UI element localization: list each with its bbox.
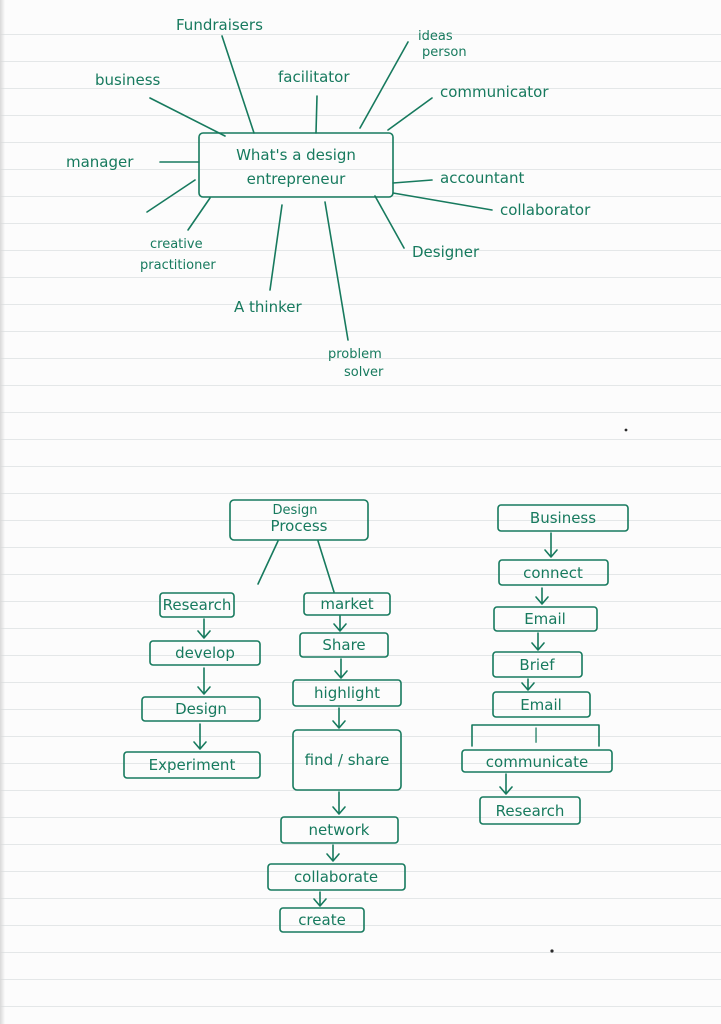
biz-box-5 [492,691,591,718]
page-binding-edge [0,0,5,1024]
spoke-line-designer [374,195,405,249]
right-arrow-6 [313,891,327,907]
biz-box-2 [498,559,609,586]
biz-bracket [471,724,600,747]
left-step-4: Experiment [149,756,236,774]
right-arrow-4 [332,791,346,815]
biz-arrow-4 [521,678,535,691]
spoke-line-collab-stub [146,179,196,213]
spoke-label-creative-practitioner-1: creative [150,237,203,252]
spoke-label-designer: Designer [412,243,480,261]
left-step-3: Design [175,700,227,718]
right-step-5: network [309,821,370,839]
spoke-label-ideas-person-1: ideas [418,29,453,44]
biz-box-4 [492,651,583,678]
spoke-line-a-thinker [269,204,283,291]
design-process-tree: Design Process Research develop Design E… [123,499,406,933]
spoke-line-accountant [392,179,433,184]
spoke-line-communicator [387,97,433,131]
spoke-label-problem-solver-2: solver [344,365,384,380]
right-box-4 [292,729,402,791]
mindmap-center-box [198,132,394,198]
right-step-4: find / share [305,751,390,769]
spoke-line-business [149,97,226,137]
left-box-2 [149,640,261,666]
right-step-2: Share [322,636,365,654]
spoke-label-manager: manager [66,153,134,171]
biz-arrow-2 [535,587,549,605]
left-arrow-2 [197,667,211,695]
biz-box-3 [493,606,598,632]
business-flow: Business connect Email Brief Email | com… [461,504,629,825]
process-branch-right [317,540,335,593]
left-step-1: Research [163,596,232,614]
spoke-label-ideas-person-2: person [422,45,467,60]
left-box-3 [141,696,261,722]
biz-step-7: communicate [486,753,588,771]
biz-arrow-1 [544,532,558,558]
mindmap-center-line-2: entrepreneur [247,170,347,188]
spoke-label-facilitator: facilitator [278,68,350,86]
spoke-label-fundraisers: Fundraisers [176,16,263,34]
biz-bracket-mark: | [533,725,538,743]
spoke-line-creative-practitioner [187,197,211,231]
spoke-label-problem-solver-1: problem [328,347,382,362]
biz-step-2: connect [523,564,583,582]
spoke-line-collaborator [392,192,493,211]
spoke-line-facilitator [315,95,318,134]
spoke-line-ideas-person [359,41,409,129]
left-box-4 [123,751,261,779]
right-step-1: market [320,595,373,613]
pen-dot [550,949,554,953]
spoke-line-fundraisers [221,35,255,134]
biz-step-5: Email [520,696,562,714]
right-arrow-2 [334,658,348,679]
right-arrow-3 [332,707,346,729]
pen-dot [624,428,628,432]
left-arrow-3 [193,723,207,750]
right-box-6 [267,863,406,891]
spoke-label-a-thinker: A thinker [234,298,302,316]
spoke-label-collaborator: collaborator [500,201,591,219]
right-step-3: highlight [314,684,380,702]
spoke-label-communicator: communicator [440,83,549,101]
right-box-2 [299,632,389,658]
process-root-box [229,499,369,541]
process-branch-left [257,540,279,585]
mindmap-center-line-1: What's a design [236,146,356,164]
mindmap: What's a design entrepreneur Fundraisers… [66,16,591,380]
biz-box-1 [497,504,629,532]
biz-step-3: Email [524,610,566,628]
left-box-1 [159,592,235,618]
right-arrow-5 [326,844,340,862]
biz-arrow-3 [531,632,545,651]
biz-step-8: Research [496,802,565,820]
spoke-label-creative-practitioner-2: practitioner [140,258,216,273]
right-box-5 [280,816,399,844]
spoke-line-problem-solver [324,201,349,341]
spoke-label-business: business [95,71,161,89]
right-arrow-1 [333,615,347,632]
right-box-7 [279,907,365,933]
biz-arrow-5 [499,773,513,795]
left-step-2: develop [175,644,235,662]
right-step-7: create [298,911,346,929]
right-box-1 [303,592,391,616]
biz-step-1: Business [530,509,596,527]
process-root-line-1: Design [273,503,318,518]
biz-box-7 [461,749,613,773]
left-arrow-1 [197,618,211,639]
process-root-line-2: Process [271,517,328,535]
right-box-3 [292,679,402,707]
right-step-6: collaborate [294,868,378,886]
spoke-label-accountant: accountant [440,169,524,187]
biz-box-8 [479,796,581,825]
biz-step-4: Brief [519,656,555,674]
